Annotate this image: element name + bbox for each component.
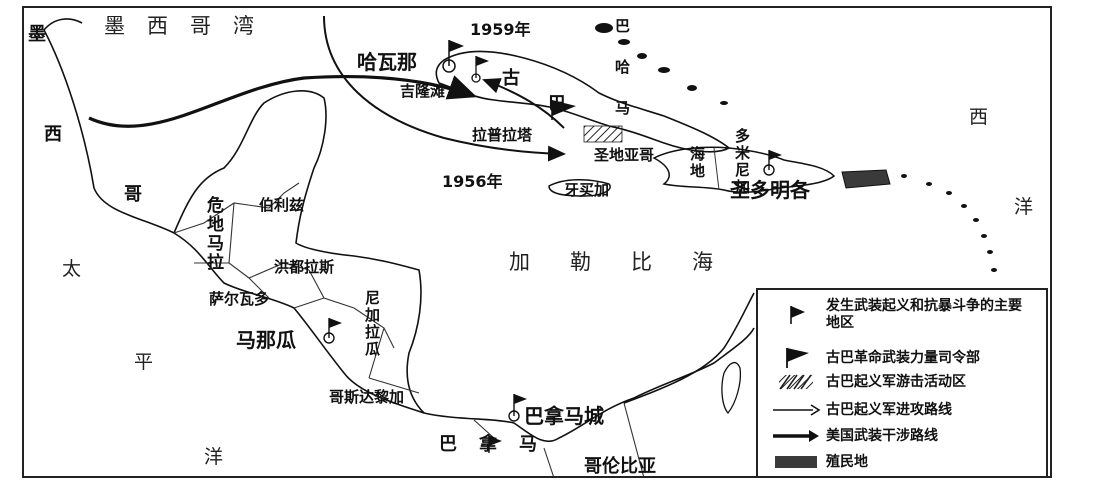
santiago-label: 圣地亚哥	[594, 146, 655, 164]
thin-arrow-icon	[773, 404, 821, 417]
jamaica-label: 牙买加	[564, 181, 610, 199]
belize-label: 伯利兹	[259, 196, 305, 214]
haiti-label: 海地	[688, 146, 706, 180]
legend-label: 殖民地	[826, 454, 868, 470]
flag-headquarters-icon	[551, 100, 576, 120]
legend-item-headquarters: 古巴革命武装力量司令部	[766, 346, 1034, 370]
cuba-label-1: 古	[502, 68, 520, 89]
guatemala-label: 危地马拉	[203, 196, 223, 272]
lake-maracaibo	[721, 361, 742, 415]
flag-managua-icon	[323, 318, 342, 344]
flag-santo-domingo-icon	[763, 150, 782, 176]
nicaragua-label: 尼加拉瓜	[363, 290, 381, 358]
hispaniola-island	[652, 146, 836, 193]
cuba-island	[435, 50, 731, 153]
flag-havana-icon	[442, 40, 464, 73]
year-1959-label: 1959年	[470, 20, 531, 39]
havana-label: 哈瓦那	[357, 50, 417, 74]
map-canvas	[43, 15, 997, 476]
flag-panama-city-icon	[508, 394, 527, 422]
puerto-rico-colony	[841, 169, 891, 189]
flag-large-icon	[786, 348, 809, 368]
atlantic-label-2: 洋	[1014, 196, 1038, 218]
flag-bay-of-pigs-icon	[471, 56, 489, 83]
cuba-label-2: 巴	[548, 94, 566, 115]
map-frame: 墨西哥湾 加勒比海 太 平 洋 西 洋 墨 西 哥 危地马拉 伯利兹 洪都拉斯 …	[22, 6, 1052, 478]
yucatan-coast	[173, 90, 425, 414]
legend-label: 古巴起义军游击活动区	[826, 374, 966, 390]
legend-item-guerrilla-zone: 古巴起义军游击活动区	[766, 374, 1034, 391]
year-1956-label: 1956年	[442, 172, 503, 191]
hatch-icon	[779, 374, 813, 390]
legend-item-uprisings: 发生武装起义和抗暴斗争的主要地区	[766, 298, 1034, 332]
costa-rica-label: 哥斯达黎加	[329, 388, 405, 406]
panama-label: 巴拿马	[439, 434, 559, 455]
gulf-coast	[43, 18, 83, 31]
legend-label: 美国武装干涉路线	[826, 428, 938, 444]
mexico-label-2: 西	[44, 124, 62, 145]
managua-label: 马那瓜	[236, 328, 296, 352]
mexico-label-1: 墨	[28, 24, 46, 45]
gulf-of-mexico-label: 墨西哥湾	[104, 14, 276, 38]
legend-item-rebel-route: 古巴起义军进攻路线	[766, 402, 1034, 419]
thick-arrow-icon	[773, 430, 819, 443]
borders	[173, 182, 645, 476]
el-salvador-label: 萨尔瓦多	[209, 290, 270, 308]
colombia-label: 哥伦比亚	[584, 456, 656, 477]
island-dots	[595, 23, 997, 272]
pacific-label-1: 太	[62, 258, 86, 280]
atlantic-label-1: 西	[969, 106, 993, 128]
rebel-route-1956	[323, 15, 566, 162]
colony-swatch-icon	[775, 456, 817, 469]
flag-small-icon	[790, 305, 805, 324]
honduras-label: 洪都拉斯	[274, 258, 335, 276]
legend-label: 古巴革命武装力量司令部	[826, 349, 980, 366]
bay-of-pigs-label: 吉隆滩	[400, 82, 446, 100]
jamaica-island	[548, 179, 611, 197]
caribbean-sea-label: 加勒比海	[509, 250, 753, 274]
legend-item-colony: 殖民地	[766, 454, 1034, 471]
sierra-maestra-label: 拉普拉塔	[472, 126, 533, 144]
panama-city-label: 巴拿马城	[524, 404, 604, 428]
flag-panama-2-icon	[488, 436, 502, 453]
legend-label: 古巴起义军进攻路线	[826, 402, 952, 418]
legend-label: 发生武装起义和抗暴斗争的主要地区	[826, 298, 1022, 331]
legend-item-us-route: 美国武装干涉路线	[766, 428, 1034, 445]
us-intervention-route	[88, 74, 478, 128]
dominican-label: 多米尼加	[733, 128, 751, 196]
legend: 发生武装起义和抗暴斗争的主要地区 古巴革命武装力量司令部	[756, 288, 1048, 476]
pacific-label-3: 洋	[204, 446, 228, 468]
pacific-label-2: 平	[134, 351, 158, 373]
bahamas-label: 巴哈马	[613, 18, 631, 141]
santo-domingo-label: 圣多明各	[730, 178, 810, 202]
mexico-label-3: 哥	[124, 184, 142, 205]
haiti-border	[713, 147, 720, 191]
rebel-route-1959	[482, 78, 565, 129]
guerrilla-zone-hatch	[583, 125, 623, 143]
mexico-coast	[43, 29, 755, 443]
south-america-coast	[623, 292, 755, 404]
